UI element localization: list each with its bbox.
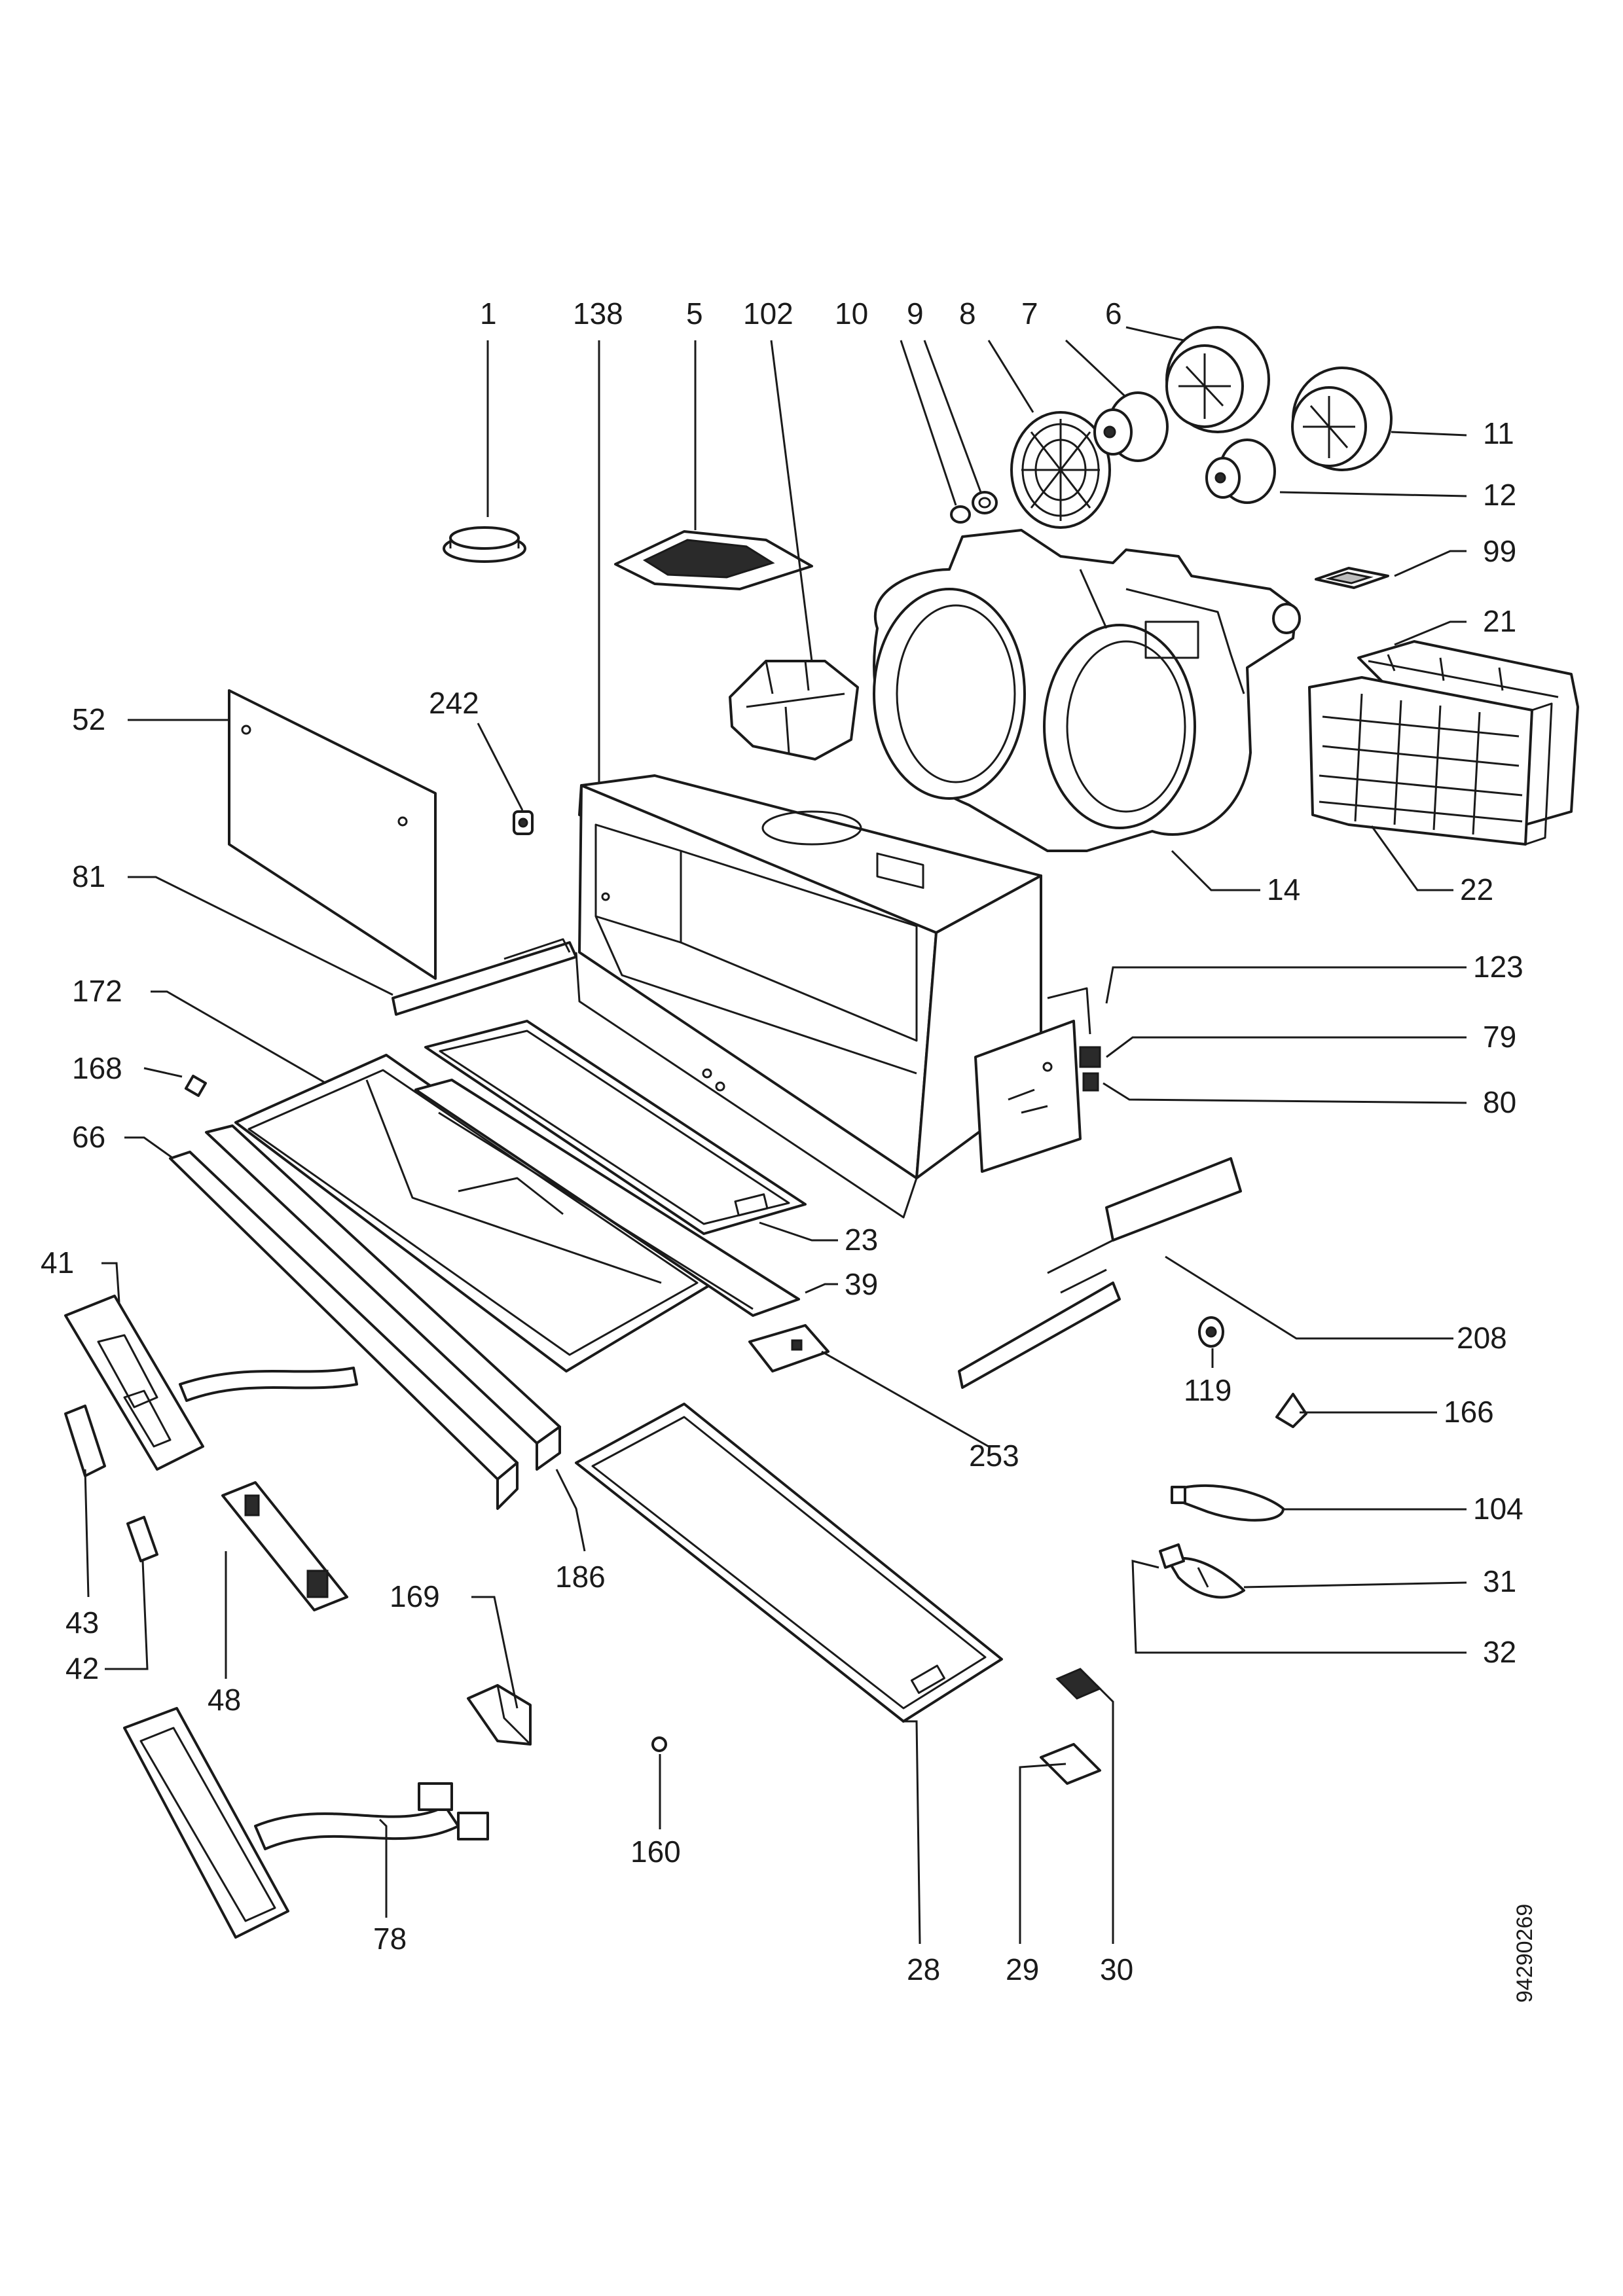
- part-66-front-profile: [169, 1151, 519, 1510]
- label-8: 8: [959, 296, 976, 331]
- label-6: 6: [1105, 296, 1122, 331]
- part-169-bracket: [467, 1684, 532, 1746]
- label-9: 9: [907, 296, 924, 331]
- label-10: 10: [835, 296, 868, 331]
- part-11-blower-wheel: [1291, 367, 1393, 471]
- part-166-clip: [1275, 1393, 1307, 1428]
- part-30-clip: [1055, 1668, 1102, 1700]
- part-48-switch-block: [221, 1481, 348, 1611]
- label-28: 28: [907, 1952, 940, 1986]
- part-119-knob: [1198, 1316, 1224, 1348]
- label-42: 42: [65, 1651, 99, 1685]
- part-78-handle: [123, 1707, 489, 1939]
- part-1-round-cap: [443, 526, 526, 563]
- part-23-grease-filter: [424, 1020, 807, 1235]
- part-31-lamp-bulb: [1167, 1557, 1245, 1599]
- label-31: 31: [1483, 1564, 1516, 1598]
- label-172: 172: [72, 974, 122, 1008]
- part-123-side-bracket: [974, 987, 1091, 1173]
- label-43: 43: [65, 1605, 99, 1640]
- label-253: 253: [969, 1439, 1019, 1473]
- label-80: 80: [1483, 1085, 1516, 1119]
- part-79-switch: [1079, 1046, 1101, 1068]
- label-66: 66: [72, 1120, 105, 1154]
- part-10-bushing: [950, 505, 971, 524]
- label-30: 30: [1100, 1952, 1133, 1986]
- part-242-clip: [513, 810, 534, 835]
- part-138-main-housing: [575, 774, 1042, 1219]
- part-43-end-cap: [64, 1405, 106, 1477]
- part-104-lamp-glass: [1171, 1484, 1285, 1522]
- part-8-fan-grille: [1010, 411, 1111, 529]
- label-21: 21: [1483, 604, 1516, 638]
- label-7: 7: [1021, 296, 1038, 331]
- label-79: 79: [1483, 1020, 1516, 1054]
- label-41: 41: [41, 1246, 74, 1280]
- label-169: 169: [390, 1579, 440, 1613]
- label-23: 23: [845, 1223, 878, 1257]
- label-186: 186: [555, 1560, 606, 1594]
- label-1: 1: [480, 296, 497, 331]
- label-166: 166: [1444, 1395, 1494, 1429]
- label-242: 242: [429, 686, 479, 720]
- leader-lines: [84, 326, 1467, 1945]
- part-168-small-clip: [184, 1074, 208, 1098]
- part-99-label-plate: [1315, 567, 1389, 589]
- label-78: 78: [373, 1922, 407, 1956]
- label-14: 14: [1267, 872, 1300, 906]
- label-81: 81: [72, 859, 105, 893]
- part-12-motor: [1205, 439, 1276, 504]
- label-99: 99: [1483, 534, 1516, 568]
- part-14-fan-housing: [873, 529, 1301, 852]
- label-168: 168: [72, 1051, 122, 1085]
- part-80-connector: [1082, 1072, 1099, 1092]
- label-32: 32: [1483, 1635, 1516, 1669]
- part-39-filter-support: [414, 1079, 800, 1317]
- label-22: 22: [1460, 872, 1493, 906]
- label-48: 48: [208, 1683, 241, 1717]
- label-102: 102: [743, 296, 793, 331]
- part-9-bushing: [972, 491, 998, 514]
- label-12: 12: [1483, 478, 1516, 512]
- label-11: 11: [1483, 416, 1514, 450]
- part-32-lamp-holder: [1159, 1543, 1185, 1569]
- part-81-slide-rail: [392, 938, 577, 1016]
- part-42-end-cap: [126, 1516, 158, 1562]
- part-29-clip: [1040, 1743, 1101, 1785]
- drawing-code: 94290269: [1512, 1904, 1537, 2003]
- part-208-slide-rail: [958, 1157, 1242, 1389]
- label-104: 104: [1473, 1492, 1523, 1526]
- label-39: 39: [845, 1267, 878, 1301]
- part-7-motor: [1093, 391, 1169, 462]
- part-253-plate: [748, 1324, 830, 1372]
- part-28-frame: [575, 1403, 1003, 1723]
- label-29: 29: [1006, 1952, 1039, 1986]
- part-52-side-panel: [228, 689, 437, 980]
- label-138: 138: [573, 296, 623, 331]
- part-6-blower-wheel: [1165, 326, 1270, 433]
- part-labels: 1 138 5 102 10 9 8 7 6 11 12 99 21 52 24…: [41, 296, 1523, 1986]
- label-123: 123: [1473, 950, 1523, 984]
- part-102-bracket: [729, 660, 859, 761]
- part-41-handle: [64, 1295, 358, 1471]
- label-208: 208: [1457, 1321, 1507, 1355]
- label-160: 160: [630, 1835, 681, 1869]
- label-52: 52: [72, 702, 105, 736]
- part-186-front-trim: [205, 1124, 561, 1471]
- part-5-control-plate: [614, 530, 813, 590]
- label-5: 5: [686, 296, 703, 331]
- label-119: 119: [1184, 1373, 1231, 1407]
- part-160-bushing: [651, 1736, 667, 1752]
- part-22-carbon-filter: [1308, 676, 1553, 846]
